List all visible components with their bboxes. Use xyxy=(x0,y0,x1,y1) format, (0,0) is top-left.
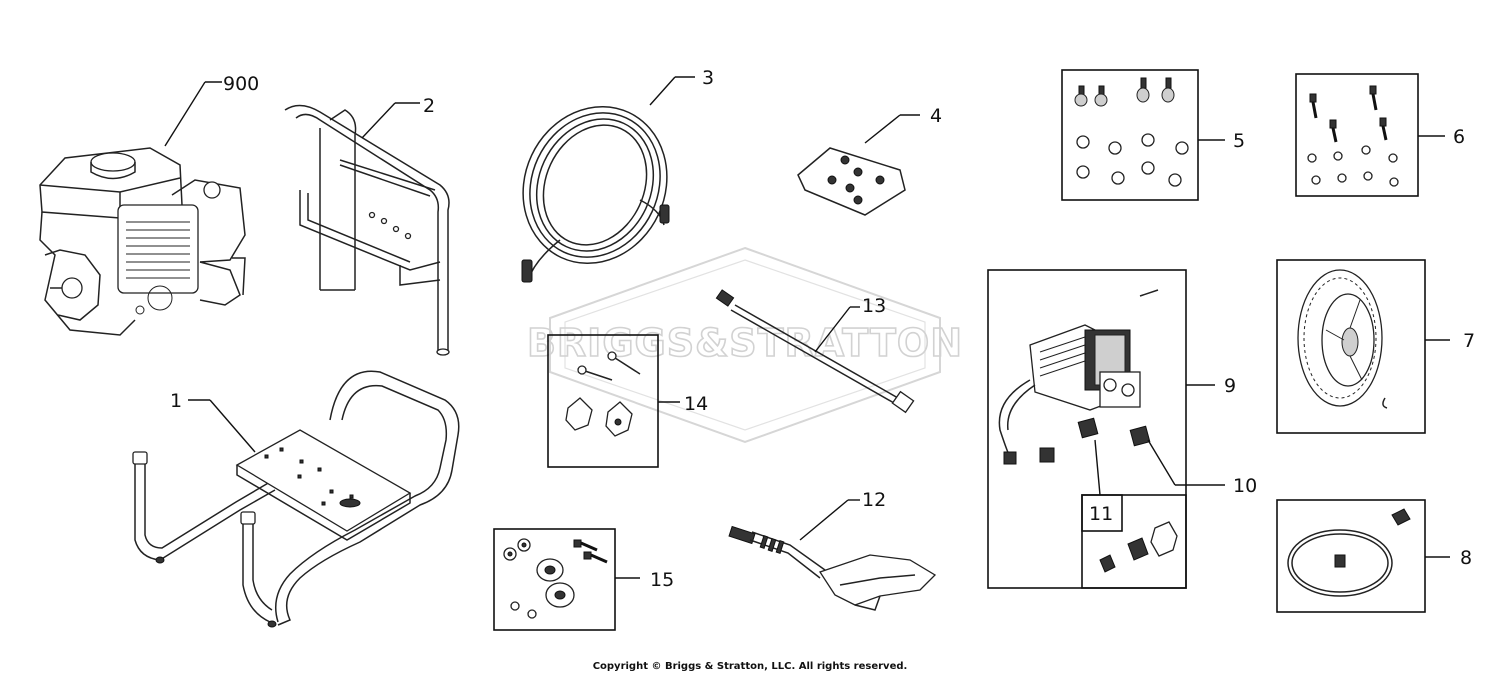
copyright-notice: Copyright © Briggs & Stratton, LLC. All … xyxy=(592,661,908,672)
engine-drawing xyxy=(39,81,246,336)
label-9: 9 xyxy=(1224,375,1236,397)
fastener-kit-6 xyxy=(1295,73,1445,197)
label-8: 8 xyxy=(1460,547,1472,569)
label-1: 1 xyxy=(170,390,182,412)
knob-kit xyxy=(547,334,680,468)
label-5: 5 xyxy=(1233,130,1245,152)
label-900: 900 xyxy=(223,73,259,95)
label-14: 14 xyxy=(684,393,708,415)
wand-drawing xyxy=(715,289,915,414)
label-11: 11 xyxy=(1089,503,1113,525)
label-3: 3 xyxy=(702,67,714,89)
label-15: 15 xyxy=(650,569,674,591)
handle-drawing xyxy=(284,102,450,356)
fastener-kit-5 xyxy=(1061,69,1225,201)
label-13: 13 xyxy=(862,295,886,317)
spray-gun-drawing xyxy=(728,499,937,611)
label-6: 6 xyxy=(1453,126,1465,148)
label-7: 7 xyxy=(1463,330,1475,352)
label-4: 4 xyxy=(930,105,942,127)
belt-kit xyxy=(1276,499,1450,613)
wheel-kit xyxy=(1276,259,1450,434)
bearing-kit xyxy=(493,528,640,631)
bag-drawing xyxy=(797,114,920,216)
label-10: 10 xyxy=(1233,475,1257,497)
label-2: 2 xyxy=(423,95,435,117)
watermark: BRIGGS&STRATTON xyxy=(526,246,963,444)
watermark-text: BRIGGS&STRATTON xyxy=(527,321,963,365)
pump-assembly xyxy=(987,269,1225,589)
label-12: 12 xyxy=(862,489,886,511)
frame-drawing xyxy=(132,370,460,628)
hose-drawing xyxy=(521,76,695,283)
